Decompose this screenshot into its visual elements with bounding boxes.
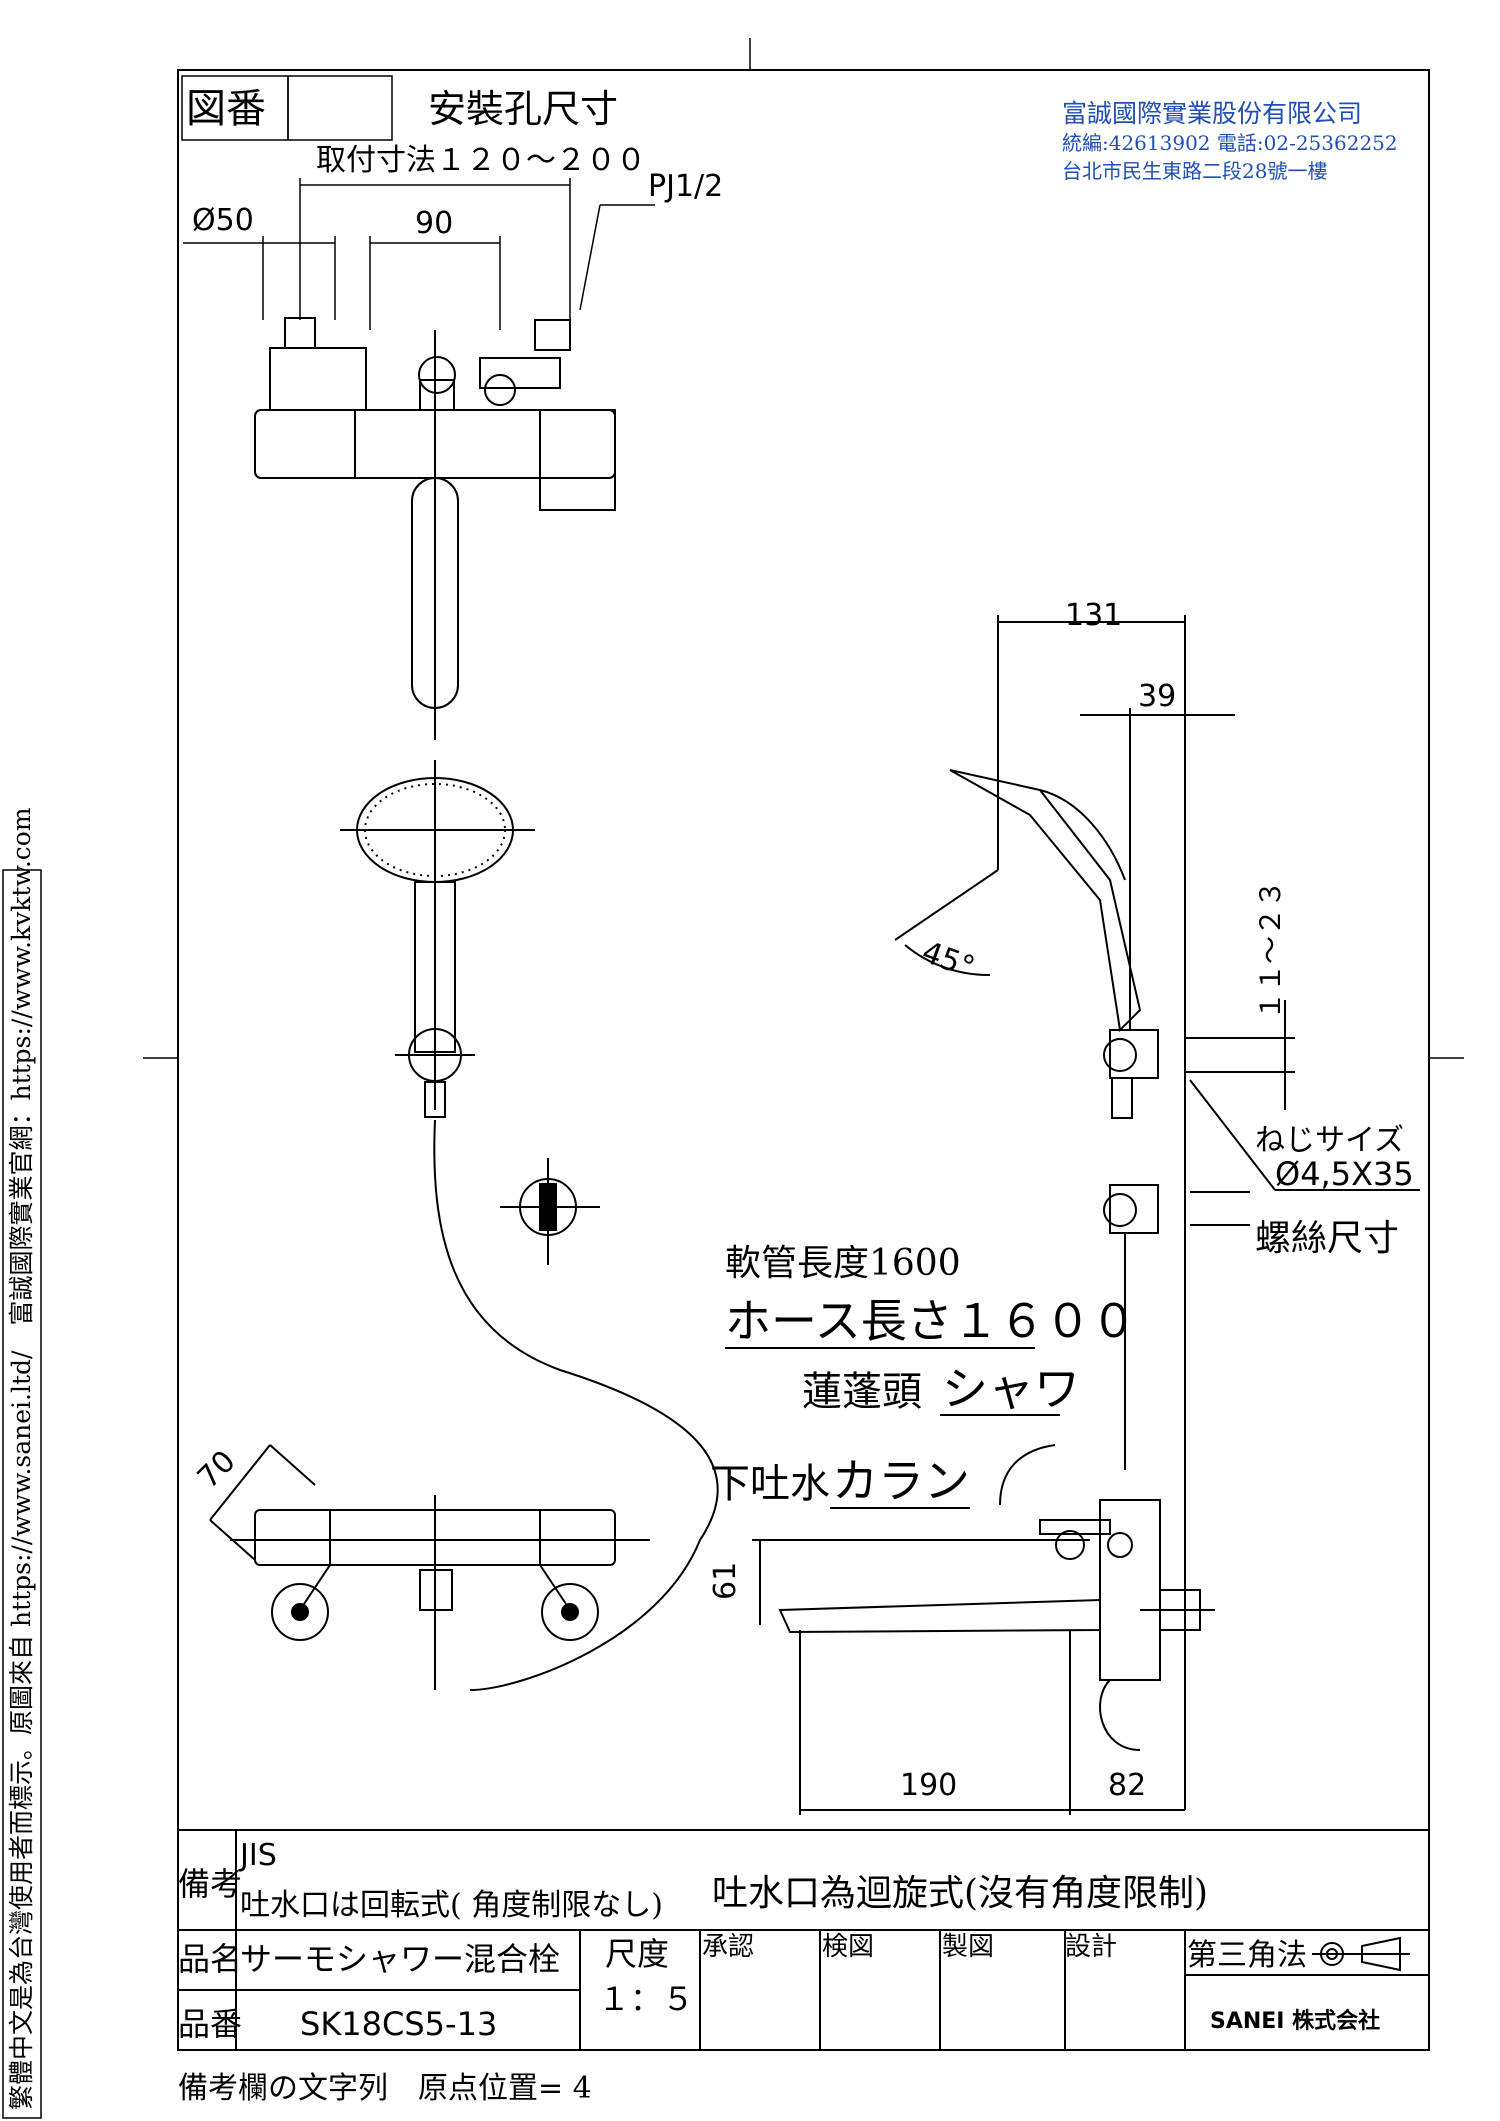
product-no: SK18CS5-13 — [300, 2005, 497, 2043]
title-block-grid — [178, 1829, 1429, 2050]
company-info: 統編:42613902 電話:02-25362252 — [1062, 131, 1398, 155]
projection-symbol — [1312, 1936, 1410, 1972]
shower-label-cn: 蓮蓬頭 — [802, 1369, 922, 1415]
company-name: 富誠國際實業股份有限公司 — [1062, 99, 1362, 128]
d82-dim: 82 — [1108, 1768, 1146, 1803]
top-dimension-lines — [183, 178, 655, 330]
d90-dim: 90 — [415, 206, 453, 241]
drawing-frame — [177, 69, 1430, 2051]
drawing-title: 安裝孔尺寸 — [428, 87, 618, 131]
faucet-label-jp: カラン — [832, 1454, 970, 1508]
d39-dim: 39 — [1138, 679, 1176, 714]
mount-range-dim: 取付寸法１２０～２００ — [316, 143, 646, 178]
remarks-jis: JIS — [238, 1838, 277, 1873]
bottom-left-view — [209, 1444, 650, 1690]
side-note: 繁體中文是為台灣使用者而標示。原圖來自 https://www.sanei.lt… — [7, 807, 36, 2110]
front-view-mixer — [254, 317, 616, 740]
zuban-label: 図番 — [186, 86, 266, 132]
side-view-shower — [894, 615, 1420, 1810]
screw-size-value: Ø4,5X35 — [1275, 1155, 1414, 1193]
maker-logo: SANEI 株式会社 — [1210, 2008, 1380, 2034]
product-no-label: 品番 — [178, 2005, 242, 2043]
screw-size-cn: 螺絲尺寸 — [1255, 1218, 1399, 1259]
footer-note: 備考欄の文字列 原点位置= 4 — [178, 2071, 592, 2106]
draw-label: 製図 — [942, 1932, 994, 1962]
check-label: 検図 — [822, 1932, 874, 1962]
approve-label: 承認 — [702, 1932, 754, 1962]
front-view-shower-head — [340, 760, 719, 1691]
projection-label: 第三角法 — [1187, 1938, 1307, 1973]
pj-dim: PJ1/2 — [648, 169, 723, 204]
zuban-value-box — [287, 75, 393, 141]
scale-label: 尺度 — [605, 1935, 669, 1973]
remarks-cn: 吐水口為迴旋式(沒有角度限制) — [712, 1873, 1208, 1914]
design-label: 設計 — [1065, 1932, 1117, 1962]
d11-23-dim: １１～２３ — [1254, 880, 1287, 1020]
faucet-side-view — [752, 1499, 1215, 1815]
company-address: 台北市民生東路二段28號一樓 — [1062, 159, 1327, 183]
hose-length-jp: ホース長さ１６００ — [725, 1294, 1137, 1348]
angle45-dim: 45° — [917, 935, 979, 986]
hose-length-cn: 軟管長度1600 — [725, 1243, 961, 1284]
faucet-label-cn: 下吐水 — [710, 1461, 830, 1507]
screw-size-label: ねじサイズ — [1255, 1123, 1404, 1158]
d131-dim: 131 — [1065, 598, 1122, 633]
d190-dim: 190 — [900, 1768, 957, 1803]
side-note-box — [2, 869, 42, 2119]
rotation-arrow — [999, 1444, 1056, 1506]
scale-value: １：５ — [598, 1980, 694, 2018]
remarks-jp: 吐水口は回転式( 角度制限なし) — [240, 1888, 663, 1923]
d61-dim: 61 — [708, 1562, 743, 1600]
shower-label-jp: シャワ — [942, 1362, 1080, 1416]
product-name: サーモシャワー混合栓 — [240, 1940, 560, 1978]
phi50-dim: Ø50 — [192, 203, 254, 238]
product-name-label: 品名 — [178, 1940, 242, 1978]
remarks-label: 備考 — [178, 1865, 242, 1903]
